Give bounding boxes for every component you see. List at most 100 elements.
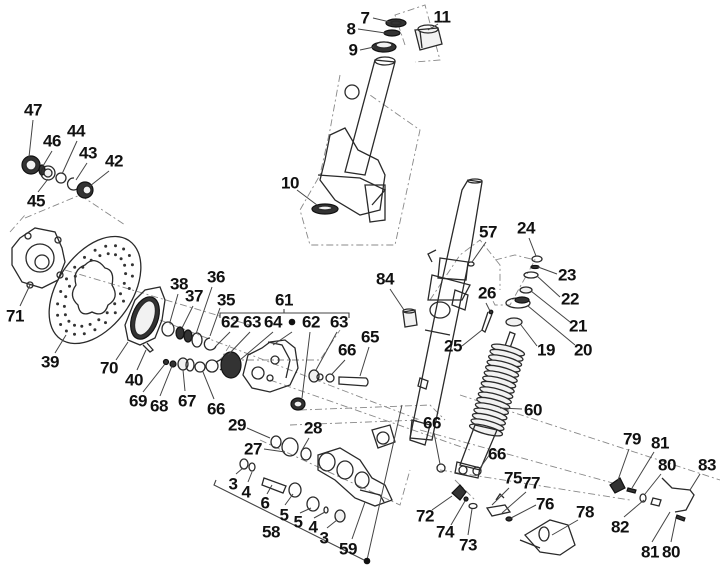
callout-label-58: 58	[262, 522, 280, 542]
disc-hole	[122, 281, 126, 285]
disc-hole	[104, 244, 108, 248]
callout-label-7: 7	[360, 8, 370, 28]
fork-leg	[371, 178, 483, 449]
callout-label-26: 26	[478, 283, 496, 303]
disc-hole	[59, 323, 63, 326]
seal-stack	[161, 321, 217, 351]
disc-hole	[122, 247, 126, 251]
shock-mount-parts	[505, 255, 543, 327]
callout-label-19: 19	[537, 340, 555, 360]
disc-hole	[62, 304, 66, 308]
disc-hole	[119, 257, 123, 261]
callout-label-69: 69	[129, 391, 147, 411]
spring-coil	[468, 423, 504, 437]
shock-absorber	[436, 331, 526, 479]
lower-linkage	[451, 484, 576, 556]
callout-label-29: 29	[228, 415, 246, 435]
callout-label-40: 40	[125, 370, 143, 390]
disc-hole	[93, 248, 97, 252]
callout-label-24: 24	[517, 218, 535, 238]
callout-label-39: 39	[41, 352, 59, 372]
fork-small-parts	[402, 261, 494, 333]
callout-label-63a: 63	[243, 312, 261, 332]
disc-hole	[88, 322, 92, 326]
callout-label-3a: 3	[228, 474, 238, 494]
callout-label-82: 82	[611, 517, 629, 537]
callout-label-28: 28	[304, 418, 322, 438]
callout-label-23: 23	[558, 265, 576, 285]
callout-label-37: 37	[185, 286, 203, 306]
disc-hole	[123, 263, 127, 267]
leader-lines	[19, 17, 701, 561]
callout-label-5a: 5	[279, 505, 289, 525]
callout-label-45: 45	[27, 191, 45, 211]
wheel-bearings	[21, 155, 94, 199]
callout-label-74: 74	[436, 522, 454, 542]
callout-label-71: 71	[6, 306, 24, 326]
swing-arm	[239, 435, 393, 523]
callout-label-81b: 81	[641, 542, 659, 562]
callout-label-72: 72	[416, 506, 434, 526]
disc-hole	[73, 265, 77, 269]
callout-label-60: 60	[524, 400, 542, 420]
disc-hole	[56, 313, 60, 317]
callout-label-79: 79	[623, 429, 641, 449]
disc-hole	[89, 258, 93, 262]
callout-label-81a: 81	[651, 433, 669, 453]
callout-label-5b: 5	[293, 512, 303, 532]
callout-label-43: 43	[79, 143, 97, 163]
callout-label-20: 20	[574, 340, 592, 360]
disc-hole	[113, 302, 117, 306]
disc-hole	[104, 321, 107, 325]
disc-hole	[64, 295, 68, 299]
disc-hole	[105, 311, 109, 315]
callout-label-84: 84	[376, 269, 394, 289]
callout-label-61: 61	[275, 290, 293, 310]
disc-hole	[83, 255, 86, 259]
brake-caliper	[242, 339, 306, 411]
disc-hole	[130, 263, 134, 267]
disc-hole	[73, 274, 77, 278]
disc-hole	[64, 329, 68, 333]
callout-label-62a: 62	[221, 312, 239, 332]
callout-label-78: 78	[576, 502, 594, 522]
callout-label-68: 68	[150, 396, 168, 416]
callout-label-3b: 3	[319, 528, 329, 548]
disc-hole	[68, 284, 71, 288]
callout-label-76: 76	[536, 494, 554, 514]
callout-label-6: 6	[260, 493, 270, 513]
callout-label-44: 44	[67, 121, 85, 141]
disc-hole	[73, 323, 76, 327]
callout-label-62b: 62	[302, 312, 320, 332]
callout-label-10: 10	[281, 173, 299, 193]
callout-label-35: 35	[217, 290, 235, 310]
callout-label-80a: 80	[658, 455, 676, 475]
brake-disc	[48, 235, 142, 345]
disc-hole	[63, 313, 67, 317]
disc-hole	[80, 324, 84, 328]
callout-label-64: 64	[264, 312, 282, 332]
callout-label-11: 11	[433, 7, 451, 27]
callout-label-57: 57	[479, 222, 497, 242]
cable-clip-parts	[609, 477, 695, 522]
callout-label-47: 47	[24, 100, 42, 120]
disc-hole	[124, 272, 128, 276]
group-marker-bullet	[288, 318, 296, 326]
group-bracket-58	[213, 479, 371, 565]
callout-label-70: 70	[100, 358, 118, 378]
callout-label-38: 38	[170, 274, 188, 294]
disc-hole	[73, 332, 76, 336]
group-bracket-61	[219, 309, 350, 326]
disc-hole	[119, 292, 122, 296]
disc-hole	[114, 244, 117, 248]
callout-label-36: 36	[207, 267, 225, 287]
caliper-small-parts	[162, 351, 242, 379]
disc-hole	[130, 274, 134, 278]
callout-label-66a: 66	[338, 340, 356, 360]
disc-hole	[114, 253, 117, 257]
callout-label-80b: 80	[662, 542, 680, 562]
disc-hole	[67, 319, 71, 323]
callout-label-4b: 4	[308, 517, 318, 537]
callout-label-27: 27	[244, 439, 262, 459]
